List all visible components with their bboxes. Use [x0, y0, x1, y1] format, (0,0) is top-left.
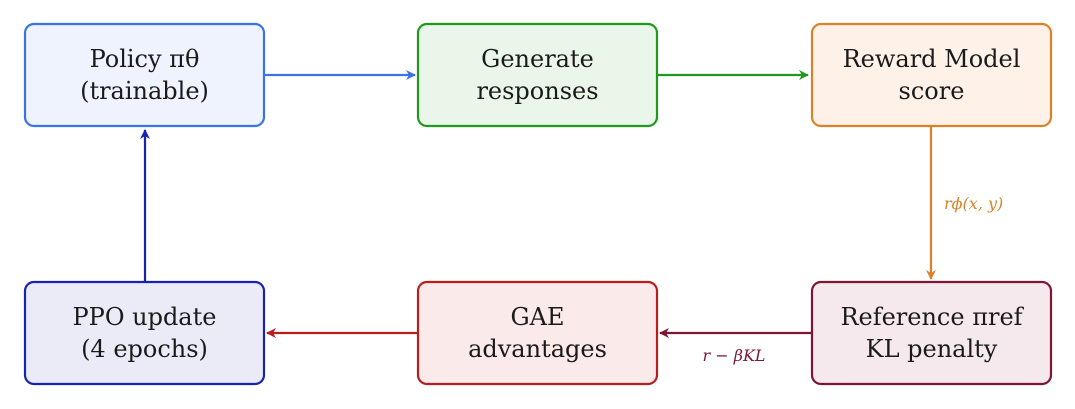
node-gae: GAE advantages — [416, 280, 659, 386]
node-reward-model: Reward Model score — [810, 22, 1053, 128]
node-policy-line1: Policy πθ — [90, 45, 200, 73]
node-gae-box — [416, 280, 659, 386]
node-gae-line2: advantages — [468, 335, 607, 363]
node-gae-line1: GAE — [510, 303, 564, 331]
node-generate-line1: Generate — [481, 45, 594, 73]
node-reward-model-line1: Reward Model — [843, 45, 1021, 73]
node-generate-line2: responses — [476, 77, 598, 105]
node-reference-line2: KL penalty — [866, 335, 998, 363]
node-policy-line2: (trainable) — [80, 77, 209, 105]
node-policy: Policy πθ (trainable) — [23, 22, 266, 128]
node-ppo-update-line2: (4 epochs) — [81, 335, 208, 363]
node-ppo-update: PPO update (4 epochs) — [23, 280, 266, 386]
node-ppo-update-line1: PPO update — [73, 303, 217, 331]
node-reward-model-box — [810, 22, 1053, 128]
node-generate: Generate responses — [416, 22, 659, 128]
node-reference-box — [810, 280, 1053, 386]
edge-label-reward-score: rϕ(x, y) — [944, 194, 1003, 213]
node-policy-box — [23, 22, 266, 128]
node-reference: Reference πref KL penalty — [810, 280, 1053, 386]
node-ppo-update-box — [23, 280, 266, 386]
node-reward-model-line2: score — [899, 77, 965, 105]
node-generate-box — [416, 22, 659, 128]
node-reference-line1: Reference πref — [840, 303, 1024, 331]
edge-label-kl-adjusted-reward: r − βKL — [702, 346, 765, 365]
